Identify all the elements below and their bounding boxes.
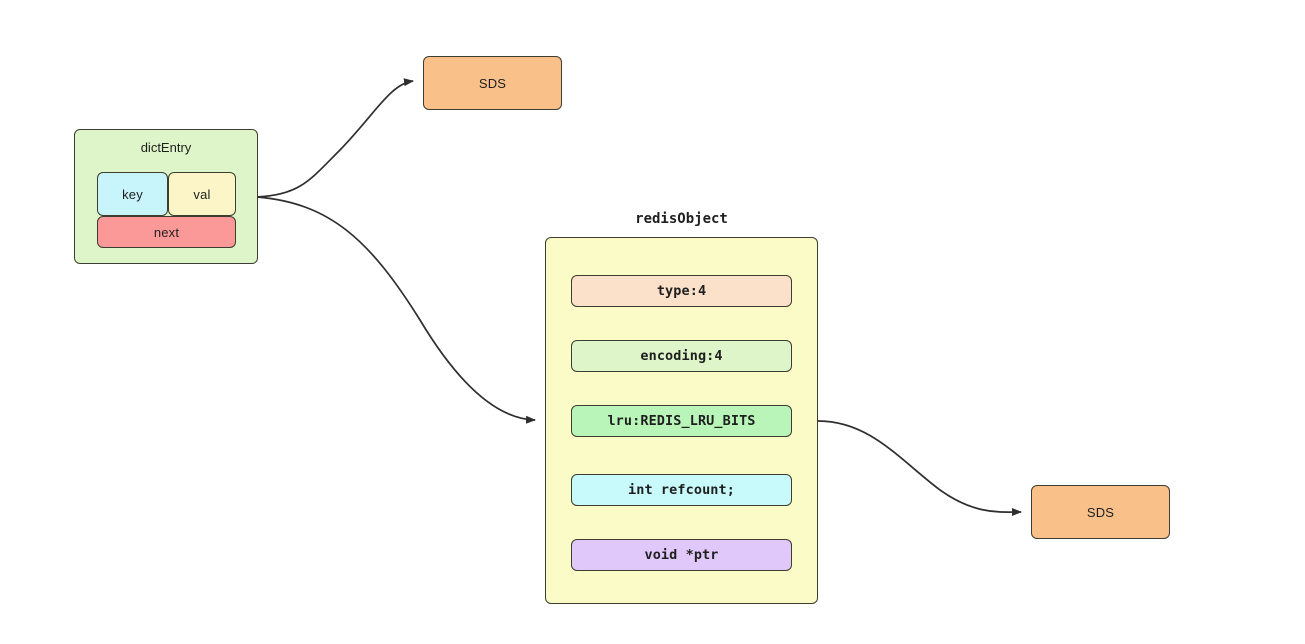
dictentry-field-val[interactable]: val xyxy=(168,172,236,216)
sds-top-node[interactable]: SDS xyxy=(423,56,562,110)
redisobject-row-encoding-label: encoding:4 xyxy=(640,348,723,364)
dictentry-container[interactable]: dictEntry key val next xyxy=(74,129,258,264)
dictentry-title: dictEntry xyxy=(140,140,192,155)
dictentry-field-next[interactable]: next xyxy=(97,216,236,248)
sds-right-node[interactable]: SDS xyxy=(1031,485,1170,539)
redisobject-container[interactable]: type:4 encoding:4 lru:REDIS_LRU_BITS int… xyxy=(545,237,818,604)
redisobject-title: redisObject xyxy=(635,211,728,227)
edge-dictentry-to-redisobject xyxy=(256,196,536,424)
dictentry-field-next-label: next xyxy=(153,224,180,240)
sds-top-label: SDS xyxy=(478,75,507,91)
edge-dictentry-to-sds-top xyxy=(256,78,414,198)
sds-right-label: SDS xyxy=(1086,504,1115,520)
edge-redisobject-to-sds-right xyxy=(817,420,1022,517)
redisobject-row-ptr[interactable]: void *ptr xyxy=(571,539,792,571)
dictentry-field-key[interactable]: key xyxy=(97,172,168,216)
redisobject-row-encoding[interactable]: encoding:4 xyxy=(571,340,792,372)
redisobject-row-lru[interactable]: lru:REDIS_LRU_BITS xyxy=(571,405,792,437)
redisobject-row-type[interactable]: type:4 xyxy=(571,275,792,307)
redisobject-row-type-label: type:4 xyxy=(656,283,707,299)
redisobject-row-ptr-label: void *ptr xyxy=(644,547,719,563)
redisobject-row-lru-label: lru:REDIS_LRU_BITS xyxy=(607,413,756,429)
redisobject-row-refcount-label: int refcount; xyxy=(628,482,735,498)
redisobject-row-refcount[interactable]: int refcount; xyxy=(571,474,792,506)
dictentry-field-key-label: key xyxy=(122,186,143,202)
dictentry-field-val-label: val xyxy=(193,186,211,202)
